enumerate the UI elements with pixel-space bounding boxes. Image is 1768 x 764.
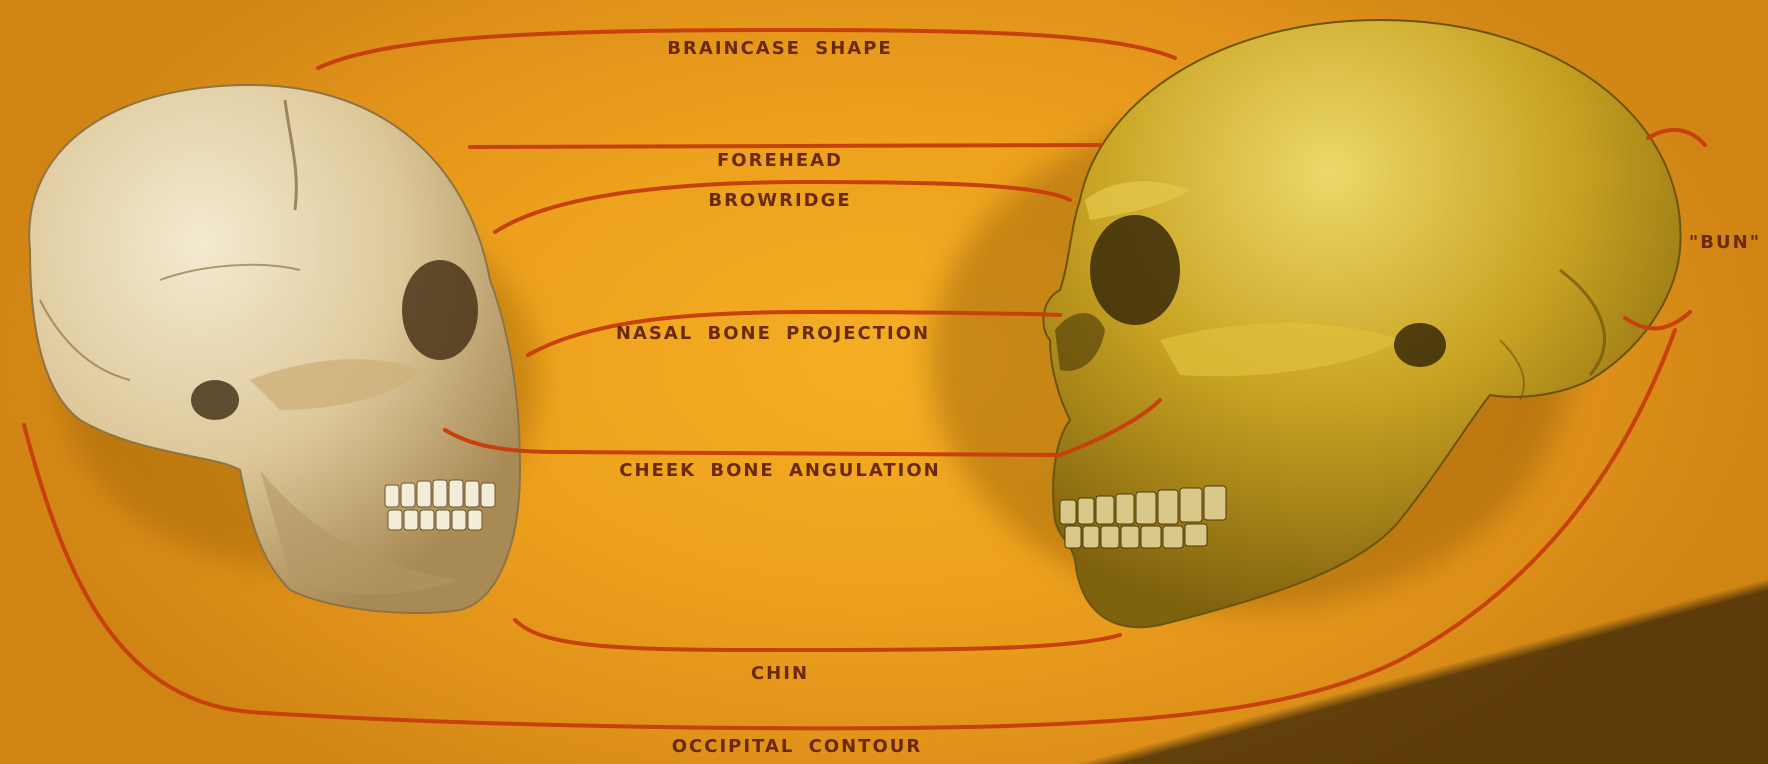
chin-line [515, 620, 1120, 650]
label-occipital-contour: OCCIPITAL CONTOUR [672, 736, 923, 757]
bun-lower-bracket [1625, 312, 1690, 328]
label-forehead: FOREHEAD [717, 150, 843, 171]
bun-upper-bracket [1648, 130, 1705, 145]
label-chin: CHIN [751, 663, 809, 684]
occipital-contour-line [24, 330, 1675, 728]
label-browridge: BROWRIDGE [708, 190, 851, 211]
label-bun: "BUN" [1689, 232, 1761, 253]
forehead-line [470, 145, 1100, 147]
label-nasal-bone-projection: NASAL BONE PROJECTION [616, 323, 930, 344]
cheek-bone-angulation-line [445, 400, 1160, 455]
label-cheek-bone-angulation: CHEEK BONE ANGULATION [619, 460, 940, 481]
label-braincase-shape: BRAINCASE SHAPE [667, 38, 892, 59]
